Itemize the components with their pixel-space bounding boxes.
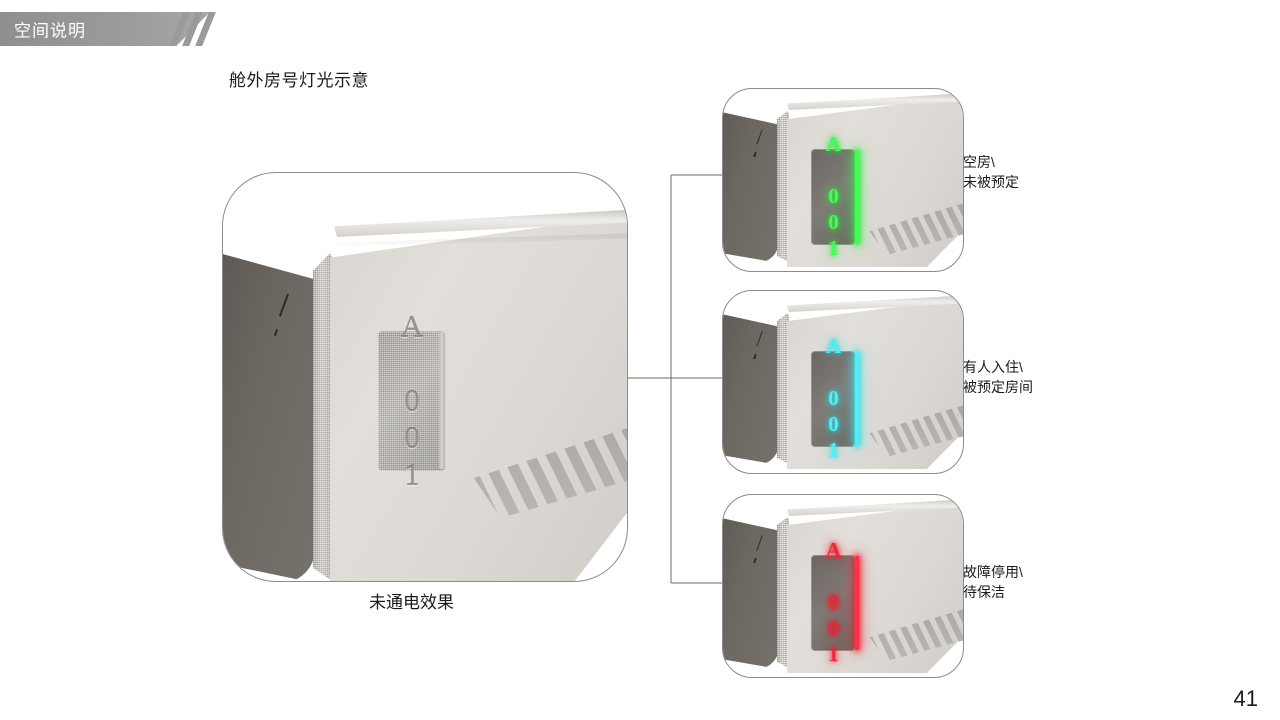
- state-label-line1: 空房\: [963, 154, 995, 170]
- pin-dot: [753, 353, 757, 360]
- scene-out-of-service: A 001: [723, 495, 963, 677]
- page-number: 41: [1233, 686, 1258, 711]
- state-render-occupied: A 001: [722, 290, 964, 474]
- page-title: 空间说明: [14, 21, 86, 41]
- side-panel: [723, 313, 779, 465]
- room-number-plate: A 001: [378, 309, 445, 494]
- plate-light-strip: [439, 333, 445, 469]
- state-label-line1: 故障停用\: [963, 564, 1023, 580]
- scene-occupied: A 001: [723, 291, 963, 473]
- seam-strip: [313, 251, 332, 581]
- side-panel: [723, 111, 779, 263]
- pin-mark: [756, 331, 764, 347]
- room-number-plate: A 001: [811, 132, 855, 262]
- pin-dot: [753, 557, 757, 564]
- section-title: 舱外房号灯光示意: [229, 71, 369, 90]
- state-render-out-of-service: A 001: [722, 494, 964, 678]
- side-panel: [723, 517, 779, 669]
- room-number-text: A 001: [821, 334, 846, 464]
- seam-strip: [777, 110, 789, 262]
- state-label-line2: 待保洁: [963, 584, 1005, 600]
- room-number-text: A 001: [821, 538, 846, 668]
- scene-vacant: A 001: [723, 89, 963, 271]
- main-device-render: A 001: [222, 172, 628, 582]
- front-face: [330, 213, 627, 581]
- state-label-out-of-service: 故障停用\ 待保洁: [963, 562, 1023, 602]
- pin-mark: [756, 129, 764, 145]
- state-label-line2: 被预定房间: [963, 379, 1033, 395]
- pin-mark: [278, 293, 289, 317]
- pin-mark: [756, 535, 764, 551]
- status-light-strip: [855, 352, 859, 446]
- room-number-text: A 001: [394, 308, 430, 494]
- seam-strip: [777, 312, 789, 464]
- main-view-caption: 未通电效果: [369, 593, 454, 612]
- pin-dot: [273, 328, 279, 337]
- state-label-vacant: 空房\ 未被预定: [963, 152, 1019, 192]
- status-light-strip: [855, 556, 859, 650]
- seam-strip: [777, 516, 789, 668]
- room-number-plate: A 001: [811, 538, 855, 668]
- status-light-strip: [855, 150, 859, 244]
- state-label-line1: 有人入住\: [963, 359, 1023, 375]
- pin-dot: [753, 151, 757, 158]
- main-scene: A 001: [223, 173, 627, 581]
- state-render-vacant: A 001: [722, 88, 964, 272]
- side-panel: [223, 253, 315, 581]
- room-number-text: A 001: [821, 132, 846, 262]
- header-slash-decoration: [169, 12, 230, 46]
- room-number-plate: A 001: [811, 334, 855, 464]
- state-label-line2: 未被预定: [963, 174, 1019, 190]
- state-label-occupied: 有人入住\ 被预定房间: [963, 357, 1033, 397]
